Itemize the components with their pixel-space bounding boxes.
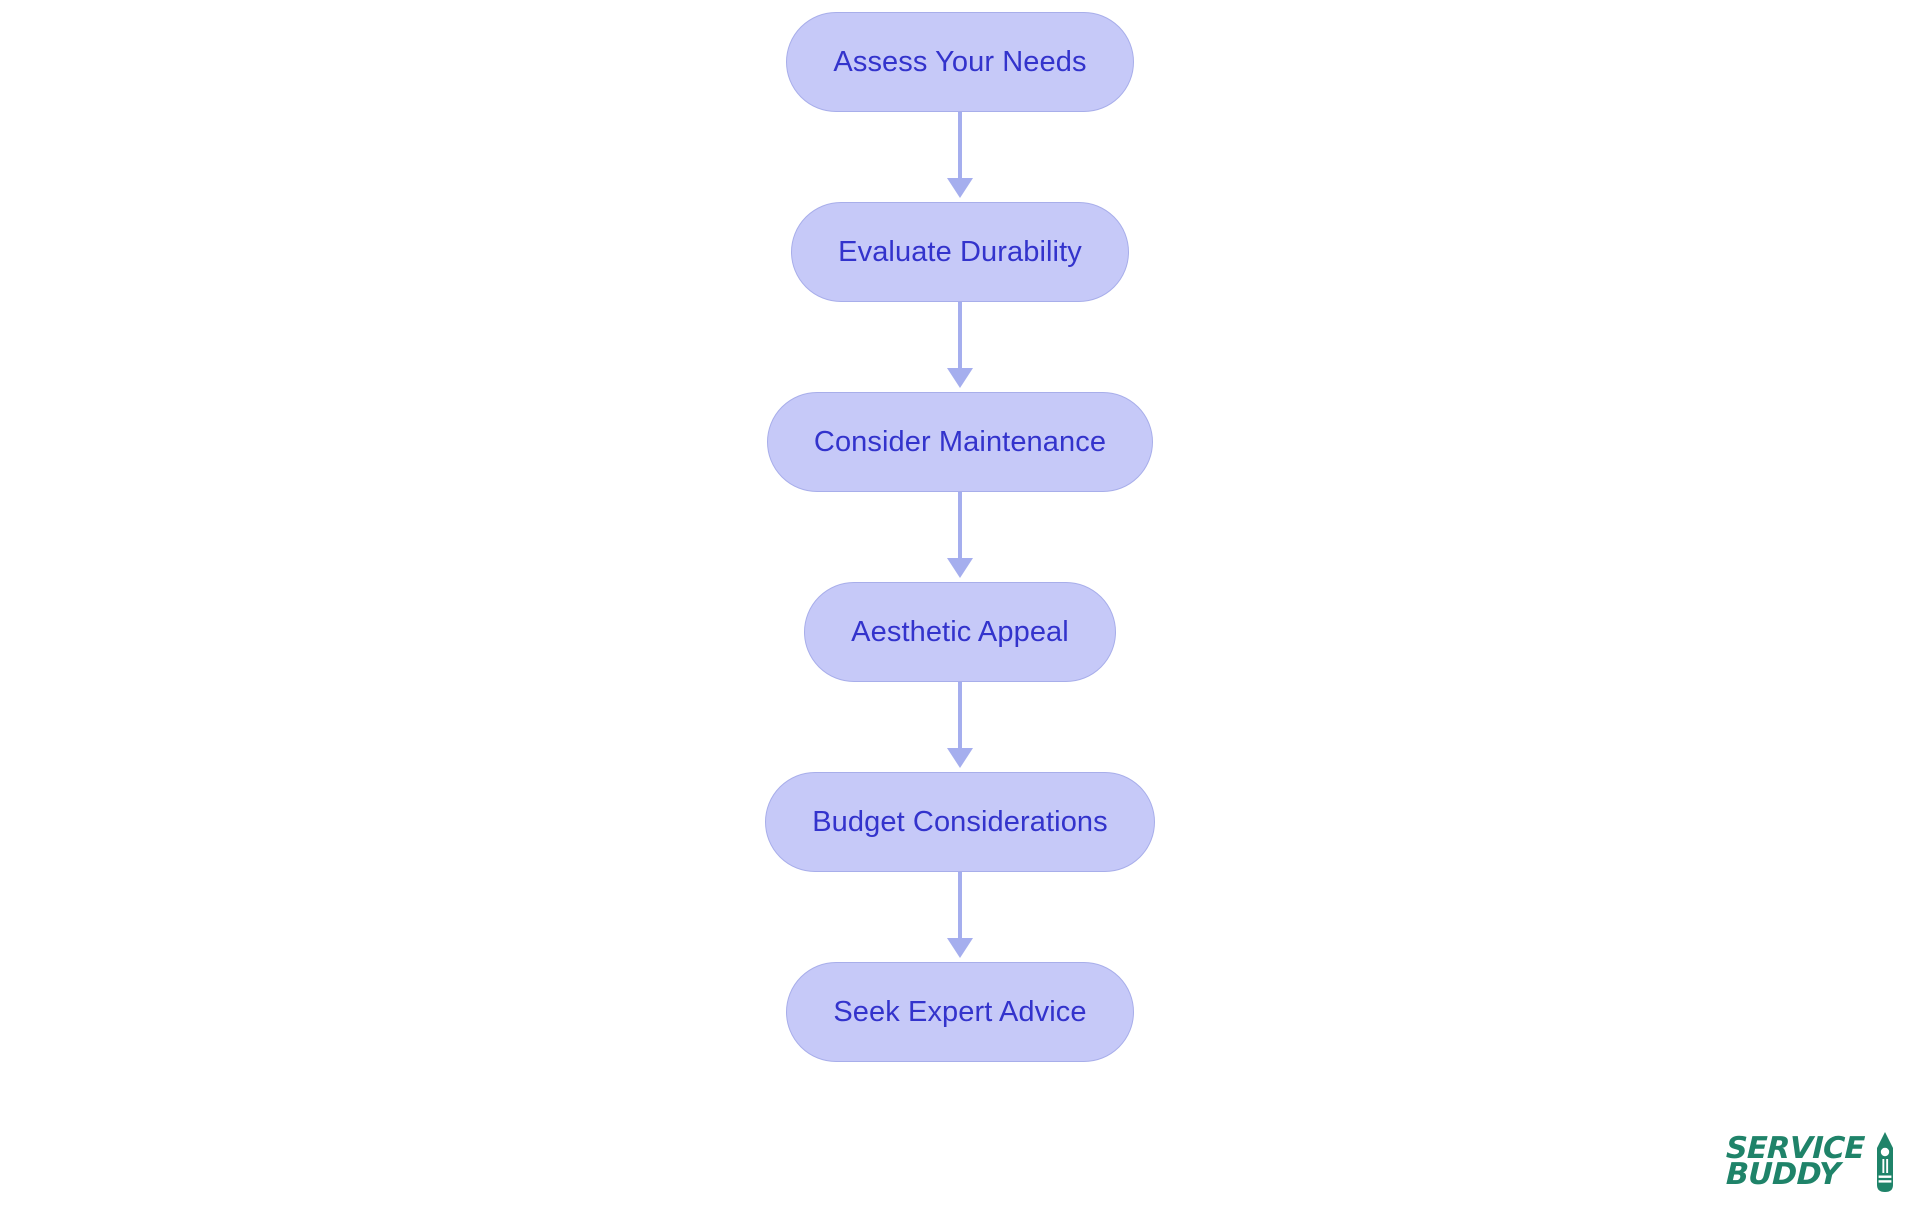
arrowhead-down-icon (947, 748, 973, 768)
arrowhead-down-icon (947, 178, 973, 198)
flow-node-label: Seek Expert Advice (833, 995, 1087, 1028)
connector-line (958, 302, 962, 374)
connector-line (958, 872, 962, 944)
flow-node-aesthetic-appeal[interactable]: Aesthetic Appeal (804, 582, 1116, 682)
connector-line (958, 492, 962, 564)
flow-node-budget-considerations[interactable]: Budget Considerations (765, 772, 1155, 872)
connector-line (958, 112, 962, 184)
arrowhead-down-icon (947, 558, 973, 578)
flow-node-label: Assess Your Needs (833, 45, 1087, 78)
pencil-icon (1877, 1132, 1893, 1192)
flow-node-label: Budget Considerations (812, 805, 1108, 838)
arrowhead-down-icon (947, 938, 973, 958)
flow-node-assess-your-needs[interactable]: Assess Your Needs (786, 12, 1134, 112)
brand-line-buddy: BUDDY (1725, 1157, 1841, 1192)
flow-connector-2-to-3 (940, 302, 980, 392)
flow-connector-3-to-4 (940, 492, 980, 582)
brand-wordmark: SERVICE BUDDY (1725, 1131, 1866, 1192)
flow-node-label: Aesthetic Appeal (851, 615, 1069, 648)
flow-node-evaluate-durability[interactable]: Evaluate Durability (791, 202, 1129, 302)
flow-connector-1-to-2 (940, 112, 980, 202)
flowchart-node-column: Assess Your Needs Evaluate Durability Co… (0, 12, 1920, 1062)
flow-node-label: Consider Maintenance (813, 425, 1107, 458)
flow-connector-5-to-6 (940, 872, 980, 962)
connector-line (958, 682, 962, 754)
flow-node-seek-expert-advice[interactable]: Seek Expert Advice (786, 962, 1134, 1062)
flow-connector-4-to-5 (940, 682, 980, 772)
brand-logo: SERVICE BUDDY (1726, 1131, 1896, 1193)
flow-node-consider-maintenance[interactable]: Consider Maintenance (766, 392, 1154, 492)
flow-node-label: Evaluate Durability (838, 235, 1082, 268)
arrowhead-down-icon (947, 368, 973, 388)
